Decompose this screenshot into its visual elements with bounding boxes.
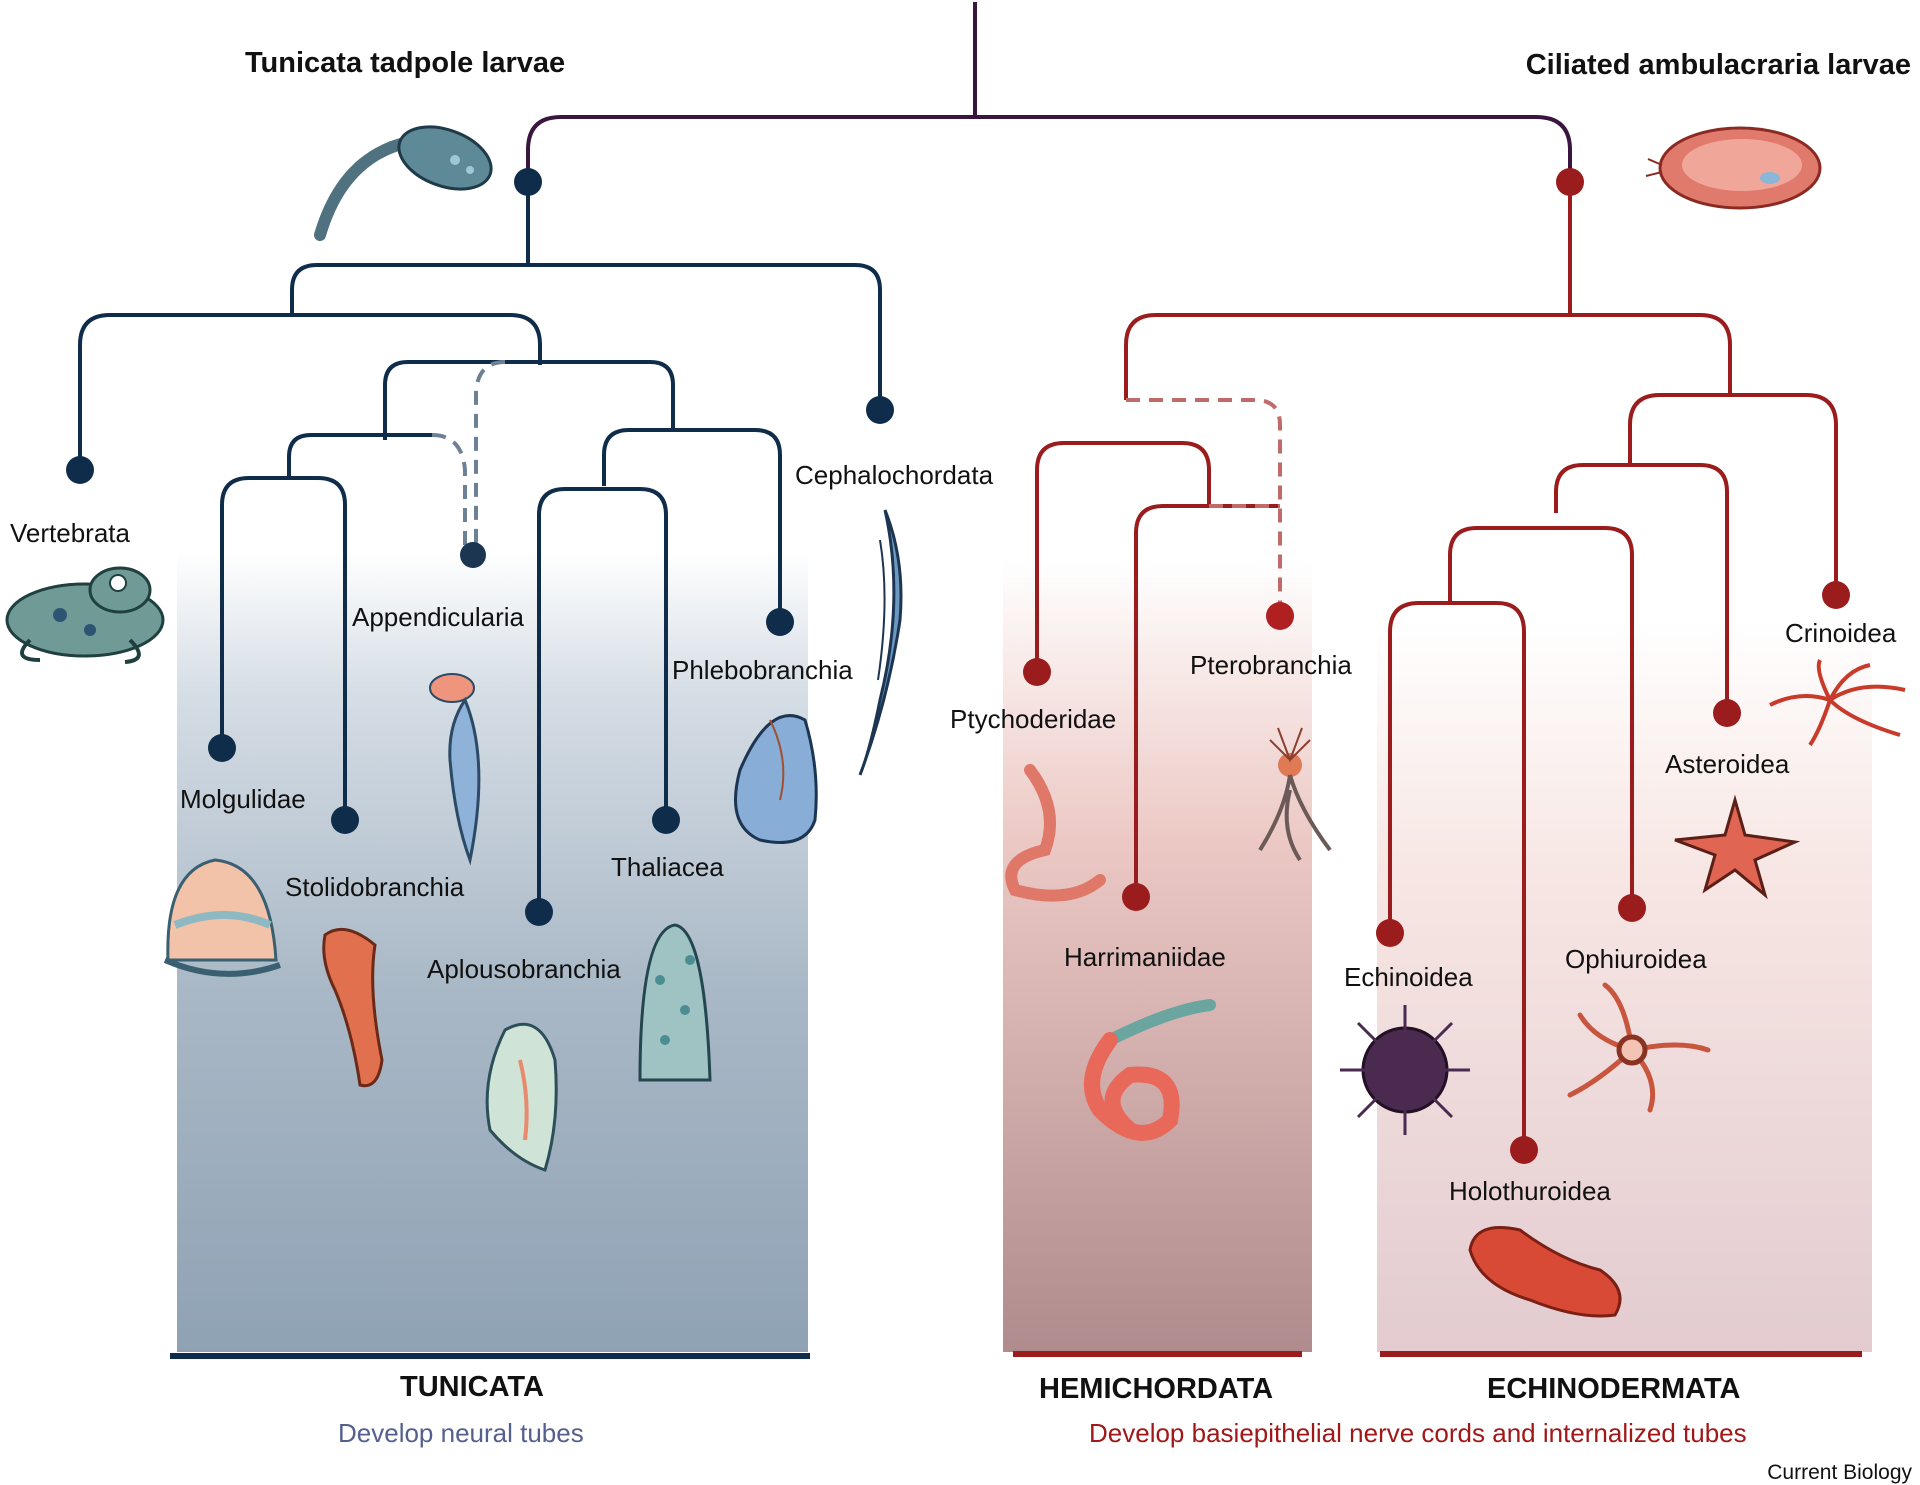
node-stolidobranchia bbox=[331, 806, 359, 834]
node-ophiuroidea bbox=[1618, 894, 1646, 922]
label-molgulidae: Molgulidae bbox=[180, 784, 306, 814]
header-ciliated-ambulacraria-larvae: Ciliated ambulacraria larvae bbox=[1525, 49, 1911, 81]
node-thaliacea bbox=[652, 806, 680, 834]
group-label-tunicata: TUNICATA bbox=[400, 1371, 544, 1403]
thaliacea-illustration bbox=[638, 923, 712, 1082]
label-harrimaniidae: Harrimaniidae bbox=[1064, 942, 1226, 972]
node-holothuroidea bbox=[1510, 1136, 1538, 1164]
node-molgulidae bbox=[208, 734, 236, 762]
label-cephalochordata: Cephalochordata bbox=[795, 460, 994, 490]
aplousobranchia-illustration bbox=[485, 1022, 558, 1172]
lancelet-illustration bbox=[858, 509, 903, 776]
node-vertebrata bbox=[66, 456, 94, 484]
appendicularia-illustration bbox=[429, 673, 481, 866]
brittle-star-illustration bbox=[1567, 982, 1711, 1113]
molgulidae-illustration bbox=[163, 858, 281, 977]
tunicata-panel bbox=[177, 550, 808, 1352]
chordata-branches bbox=[78, 182, 882, 912]
header-tunicata-tadpole-larvae: Tunicata tadpole larvae bbox=[245, 47, 566, 79]
label-thaliacea: Thaliacea bbox=[611, 852, 724, 882]
label-appendicularia: Appendicularia bbox=[352, 602, 525, 632]
node-appendicularia bbox=[460, 542, 486, 568]
node-cephalochordata bbox=[866, 396, 894, 424]
node-ambulacraria-larvae bbox=[1556, 168, 1584, 196]
root-branch bbox=[526, 2, 1572, 182]
tadpole-larva-illustration bbox=[314, 125, 493, 241]
node-harrimaniidae bbox=[1122, 883, 1150, 911]
label-aplousobranchia: Aplousobranchia bbox=[427, 954, 621, 984]
ambulacraria-nodes bbox=[1023, 168, 1850, 1164]
label-vertebrata: Vertebrata bbox=[10, 518, 130, 548]
node-pterobranchia bbox=[1266, 602, 1294, 630]
chordata-nodes bbox=[66, 168, 894, 926]
ptychoderidae-illustration bbox=[1005, 764, 1106, 902]
label-stolidobranchia: Stolidobranchia bbox=[285, 872, 465, 902]
frog-illustration bbox=[5, 566, 165, 664]
echinodermata-panel bbox=[1377, 620, 1872, 1352]
node-echinoidea bbox=[1376, 919, 1404, 947]
node-aplousobranchia bbox=[525, 898, 553, 926]
phlebobranchia-illustration bbox=[734, 714, 818, 844]
pterobranchia-illustration bbox=[1258, 727, 1332, 862]
group-label-hemichordata: HEMICHORDATA bbox=[1039, 1373, 1274, 1405]
hemichordata-panel bbox=[1003, 560, 1312, 1352]
ambulacraria-branches bbox=[1035, 182, 1838, 1150]
pterobranchia-dashed bbox=[1126, 398, 1282, 616]
node-phlebobranchia bbox=[766, 608, 794, 636]
node-asteroidea bbox=[1713, 699, 1741, 727]
crinoid-illustration bbox=[1769, 659, 1906, 747]
note-ambulacraria: Develop basiepithelial nerve cords and i… bbox=[1089, 1418, 1747, 1448]
label-crinoidea: Crinoidea bbox=[1785, 618, 1897, 648]
label-pterobranchia: Pterobranchia bbox=[1190, 650, 1352, 680]
node-crinoidea bbox=[1822, 581, 1850, 609]
label-ophiuroidea: Ophiuroidea bbox=[1565, 944, 1707, 974]
appendicularia-dashed bbox=[431, 359, 506, 555]
label-phlebobranchia: Phlebobranchia bbox=[672, 655, 853, 685]
group-label-echinodermata: ECHINODERMATA bbox=[1487, 1373, 1741, 1405]
node-tunicata-larvae bbox=[514, 168, 542, 196]
harrimaniidae-illustration bbox=[1084, 999, 1216, 1141]
sea-urchin-illustration bbox=[1340, 1005, 1470, 1135]
ciliated-larva-illustration bbox=[1645, 126, 1822, 210]
sea-cucumber-illustration bbox=[1468, 1226, 1622, 1318]
label-holothuroidea: Holothuroidea bbox=[1449, 1176, 1611, 1206]
node-ptychoderidae bbox=[1023, 658, 1051, 686]
label-echinoidea: Echinoidea bbox=[1344, 962, 1473, 992]
label-ptychoderidae: Ptychoderidae bbox=[950, 704, 1117, 734]
label-asteroidea: Asteroidea bbox=[1665, 749, 1790, 779]
sea-star-illustration bbox=[1674, 794, 1801, 900]
credit-label: Current Biology bbox=[1767, 1461, 1912, 1484]
note-tunicata: Develop neural tubes bbox=[338, 1418, 584, 1448]
stolidobranchia-illustration bbox=[322, 927, 384, 1088]
